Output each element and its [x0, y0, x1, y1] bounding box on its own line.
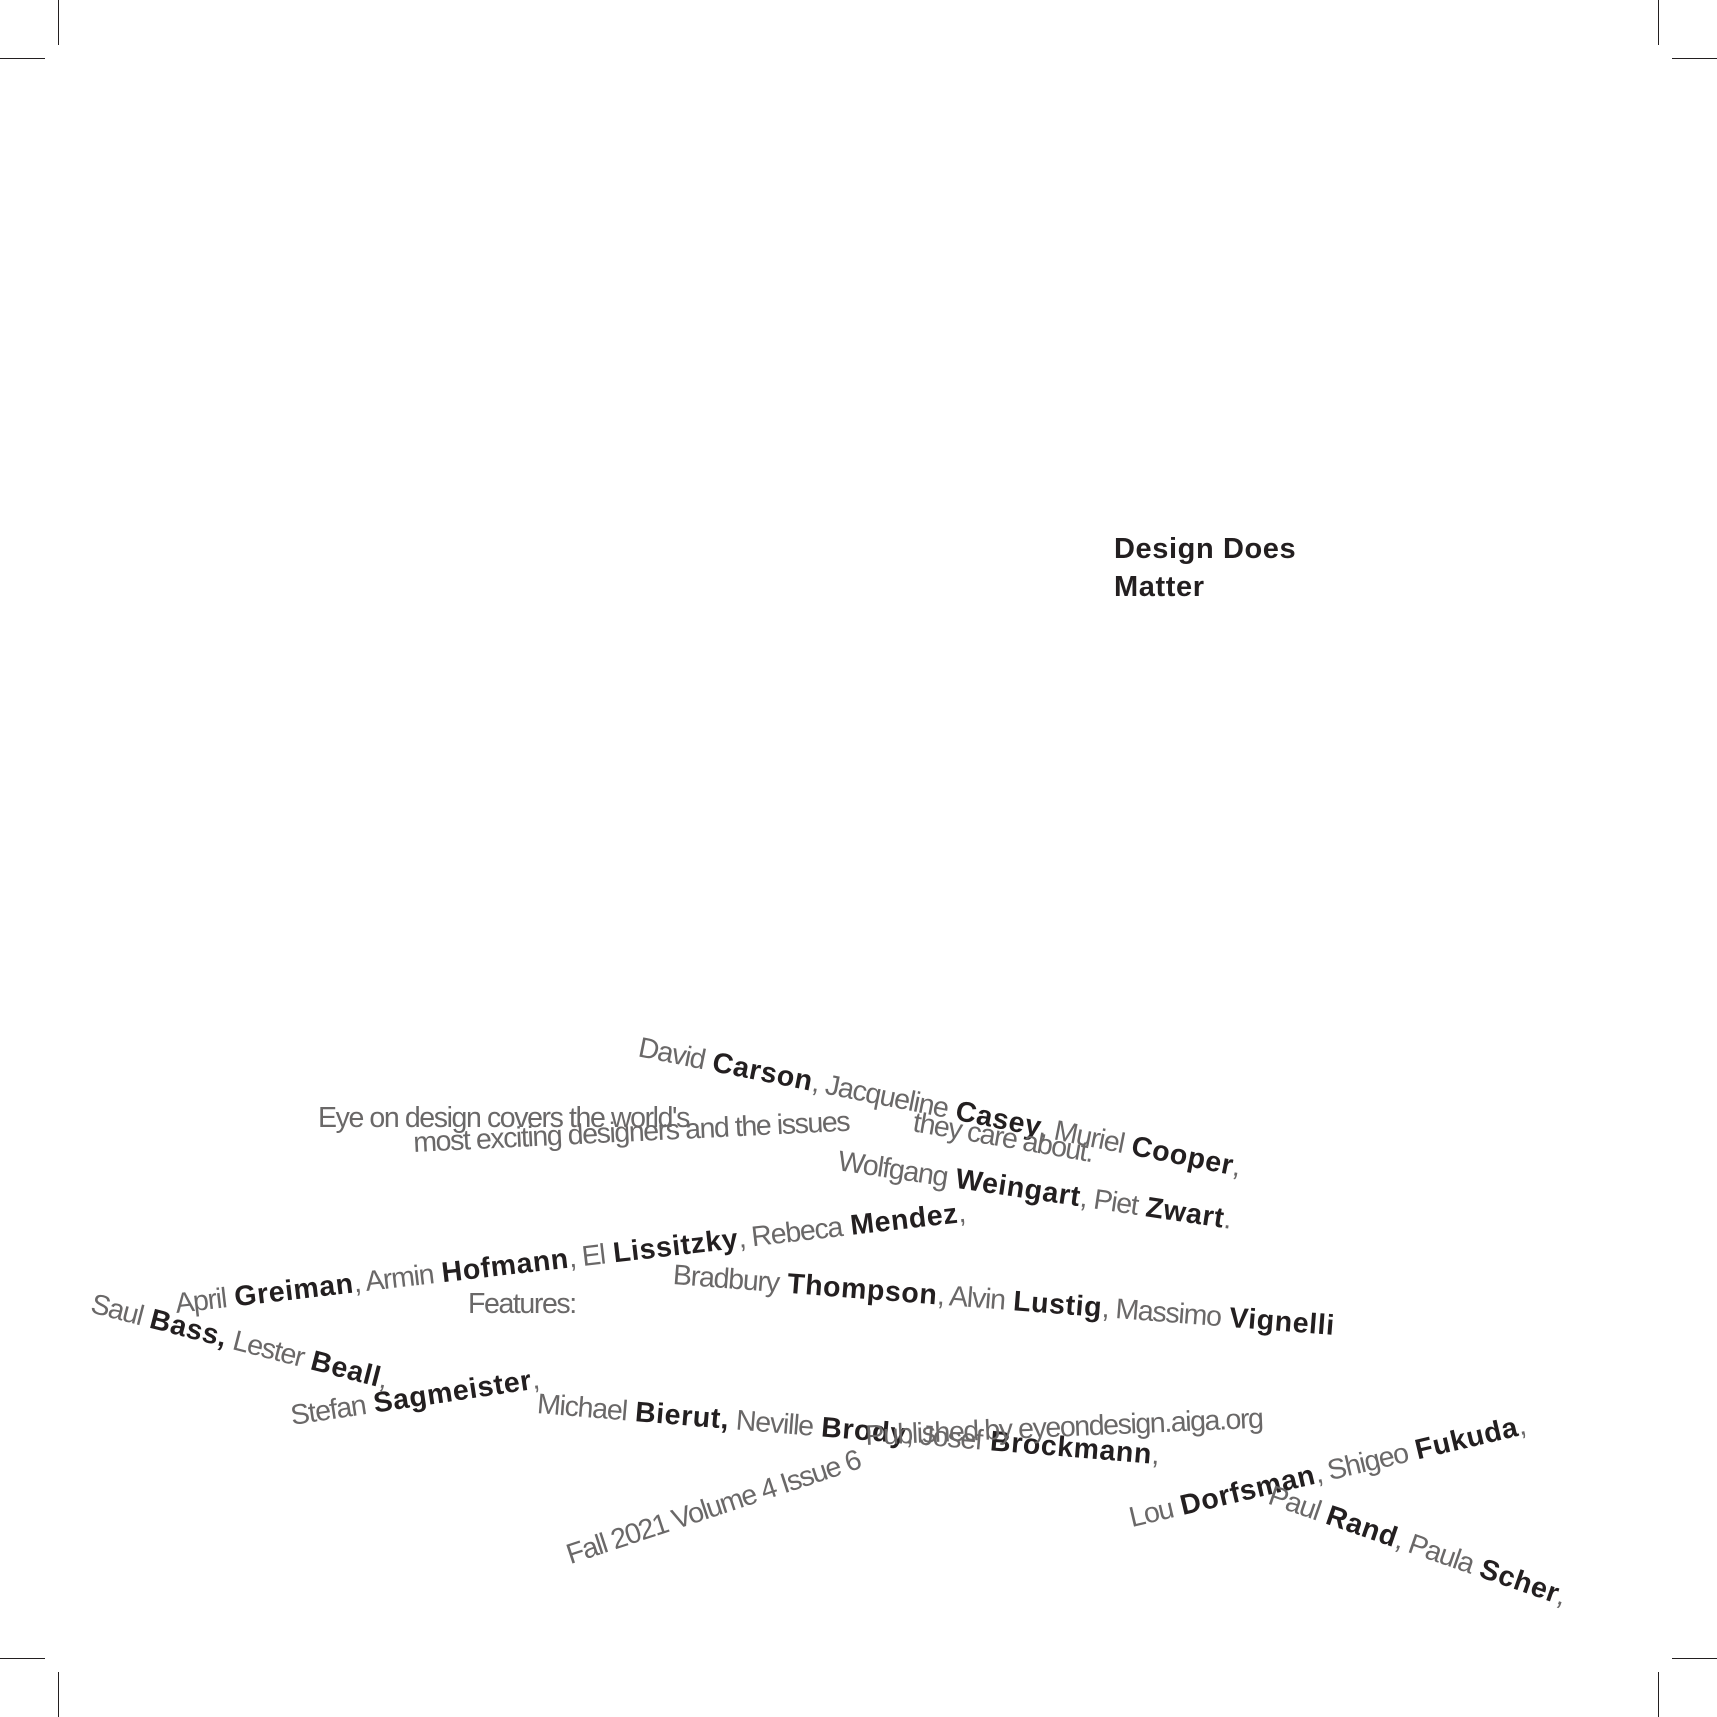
- designer-first-name: , Alvin: [936, 1279, 1007, 1317]
- designer-last-name: Thompson: [777, 1267, 939, 1312]
- features-label: Features:: [468, 1288, 577, 1320]
- designer-last-name: Lustig: [1003, 1284, 1104, 1325]
- crop-mark-top-right-horizontal: [1672, 58, 1717, 59]
- tagline-part-1: Eye on design covers the world's: [318, 1102, 690, 1134]
- designer-last-name: Weingart: [944, 1161, 1083, 1214]
- designer-first-name: Michael: [535, 1388, 629, 1428]
- designer-last-name: Cooper: [1120, 1128, 1237, 1182]
- designer-first-name: Wolfgang: [835, 1145, 950, 1194]
- designer-first-name: , Massimo: [1100, 1292, 1223, 1334]
- designer-last-name: Bierut,: [625, 1395, 731, 1436]
- designer-last-name: Beall: [299, 1342, 385, 1394]
- designer-first-name: , Rebeca: [736, 1211, 844, 1255]
- crop-mark-top-right-vertical: [1658, 0, 1659, 45]
- designer-first-name: , Shigeo: [1311, 1437, 1411, 1491]
- designer-first-name: David: [635, 1031, 708, 1077]
- designer-last-name: Carson: [701, 1044, 816, 1098]
- designer-last-name: Vignelli: [1219, 1301, 1336, 1342]
- designer-last-name: Fukuda: [1403, 1411, 1522, 1469]
- designer-first-name: Lester: [222, 1322, 308, 1374]
- designer-first-name: , Armin: [351, 1258, 436, 1300]
- cover-title-line-2: Matter: [1114, 571, 1205, 603]
- designer-first-name: ,: [1150, 1438, 1160, 1472]
- crop-mark-bottom-right-horizontal: [1672, 1658, 1717, 1659]
- crop-mark-bottom-left-vertical: [58, 1672, 59, 1717]
- designer-first-name: , Piet: [1078, 1181, 1140, 1222]
- crop-mark-bottom-left-horizontal: [0, 1658, 45, 1659]
- cover-title-line-1: Design Does: [1114, 533, 1297, 565]
- designer-last-name: Zwart: [1135, 1190, 1227, 1235]
- crop-mark-bottom-right-vertical: [1658, 1672, 1659, 1717]
- designer-first-name: Lou: [1125, 1492, 1177, 1534]
- designer-first-name: Neville: [728, 1403, 815, 1443]
- issue-info: Fall 2021 Volume 4 Issue 6: [562, 1444, 865, 1571]
- designer-names-line-9: Paul Rand, Paula Scher,: [1265, 1480, 1571, 1612]
- crop-mark-top-left-horizontal: [0, 58, 45, 59]
- crop-mark-top-left-vertical: [58, 0, 59, 45]
- designer-first-name: , Paula: [1391, 1523, 1478, 1581]
- designer-first-name: Stefan: [288, 1389, 368, 1432]
- designer-first-name: Saul: [87, 1287, 147, 1333]
- designer-last-name: Scher: [1467, 1549, 1564, 1610]
- designer-names-line-4: Bradbury Thompson, Alvin Lustig, Massimo…: [671, 1259, 1336, 1342]
- designer-last-name: Greiman: [224, 1267, 356, 1315]
- designer-first-name: , El: [566, 1238, 607, 1275]
- designer-first-name: Bradbury: [671, 1259, 781, 1300]
- designer-last-name: Hofmann: [431, 1242, 571, 1291]
- cover-title: Design Does Matter: [1114, 530, 1296, 606]
- designer-last-name: Rand: [1313, 1496, 1403, 1554]
- designer-last-name: Mendez: [840, 1197, 960, 1243]
